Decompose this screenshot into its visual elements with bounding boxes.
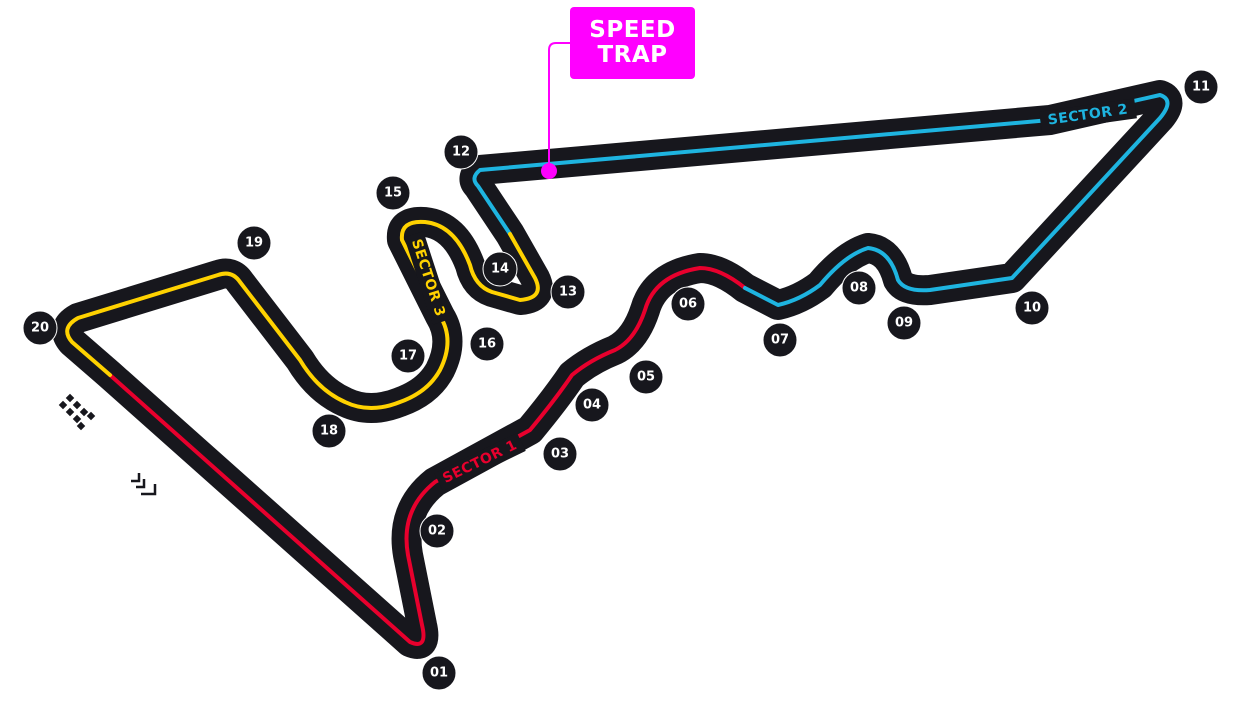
corner-number: 13: [559, 285, 577, 300]
corner-markers: 01 02 03 04 05 06 07 08 09 10 11 12 13 14 15 16 17 18 19 20: [22, 69, 1219, 691]
corner-number: 14: [491, 262, 509, 277]
corner-12: 12: [443, 134, 479, 170]
corner-number: 18: [320, 424, 338, 439]
sector-1-line: [108, 266, 747, 646]
corner-08: 08: [841, 270, 877, 306]
speed-trap-marker: [541, 42, 570, 179]
corner-07: 07: [762, 322, 798, 358]
corner-06: 06: [670, 286, 706, 322]
corner-number: 15: [384, 186, 402, 201]
corner-number: 19: [245, 236, 263, 251]
track-outline: [52, 80, 1183, 659]
corner-number: 16: [478, 337, 496, 352]
corner-20: 20: [22, 310, 58, 346]
corner-02: 02: [419, 513, 455, 549]
corner-number: 11: [1192, 80, 1210, 95]
corner-number: 08: [850, 281, 868, 296]
corner-number: 20: [31, 321, 49, 336]
checkered-flag-icon: [58, 393, 96, 431]
corner-03: 03: [542, 436, 578, 472]
corner-number: 03: [551, 447, 569, 462]
corner-number: 02: [428, 524, 446, 539]
corner-10: 10: [1014, 290, 1050, 326]
corner-15: 15: [375, 175, 411, 211]
corner-19: 19: [236, 225, 272, 261]
corner-number: 06: [679, 297, 697, 312]
direction-chevrons-icon: [131, 473, 157, 496]
corner-number: 07: [771, 333, 789, 348]
sector-2-line: [472, 93, 1170, 307]
corner-number: 01: [430, 666, 448, 681]
corner-04: 04: [574, 387, 610, 423]
corner-number: 09: [895, 316, 913, 331]
corner-number: 05: [637, 370, 655, 385]
speed-trap-line1: SPEED: [589, 17, 676, 43]
corner-13: 13: [550, 274, 586, 310]
corner-14: 14: [482, 251, 518, 287]
corner-01: 01: [421, 655, 457, 691]
corner-17: 17: [390, 338, 426, 374]
corner-number: 17: [399, 349, 417, 364]
corner-number: 04: [583, 398, 601, 413]
sector-3-line: [65, 219, 540, 410]
corner-number: 10: [1023, 301, 1041, 316]
corner-18: 18: [311, 413, 347, 449]
speed-trap-line2: TRAP: [597, 42, 668, 68]
corner-09: 09: [886, 305, 922, 341]
speed-trap-label: SPEED TRAP: [570, 7, 695, 79]
corner-11: 11: [1183, 69, 1219, 105]
corner-05: 05: [628, 359, 664, 395]
corner-16: 16: [469, 326, 505, 362]
corner-number: 12: [452, 145, 470, 160]
